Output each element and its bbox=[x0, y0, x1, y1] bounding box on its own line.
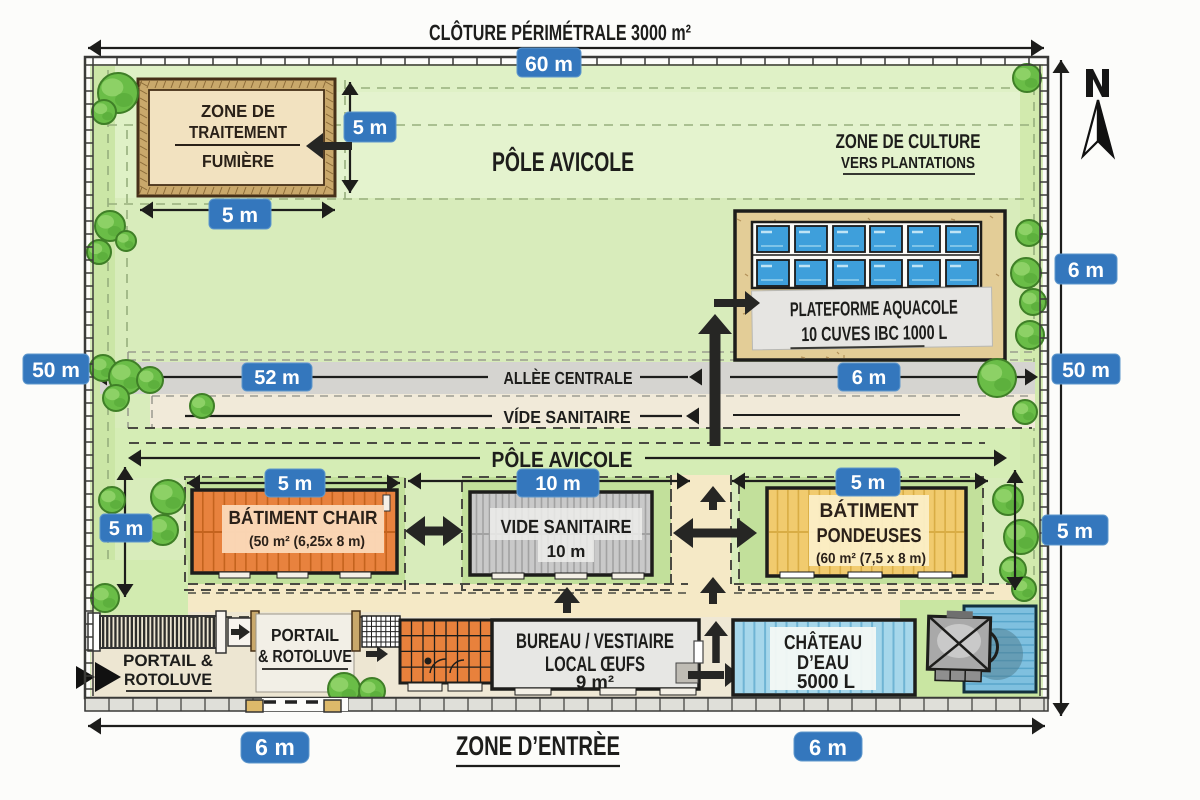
svg-text:CLÔTURE PÉRIMÉTRALE 3000 m²: CLÔTURE PÉRIMÉTRALE 3000 m² bbox=[429, 20, 691, 45]
svg-text:10 m: 10 m bbox=[547, 542, 586, 561]
svg-text:ZONE DE CULTURE: ZONE DE CULTURE bbox=[836, 131, 981, 153]
svg-text:VERS PLANTATIONS: VERS PLANTATIONS bbox=[841, 155, 975, 172]
svg-text:VIDE SANITAIRE: VIDE SANITAIRE bbox=[501, 517, 632, 538]
svg-text:60 m: 60 m bbox=[525, 53, 573, 76]
svg-text:ZONE DE: ZONE DE bbox=[201, 101, 275, 121]
svg-text:D’EAU: D’EAU bbox=[797, 652, 849, 674]
svg-text:PONDEUSES: PONDEUSES bbox=[817, 525, 922, 547]
svg-text:CHÂTEAU: CHÂTEAU bbox=[784, 631, 862, 654]
svg-text:6 m: 6 m bbox=[809, 735, 847, 760]
svg-text:50 m: 50 m bbox=[1062, 359, 1110, 382]
svg-text:10 m: 10 m bbox=[535, 473, 581, 495]
svg-text:5 m: 5 m bbox=[109, 518, 143, 540]
svg-text:BÁTIMENT: BÁTIMENT bbox=[820, 499, 919, 522]
svg-text:(50 m² (6,25x 8 m): (50 m² (6,25x 8 m) bbox=[249, 534, 365, 550]
svg-text:PÔLE AVICOLE: PÔLE AVICOLE bbox=[492, 146, 634, 177]
svg-text:6 m: 6 m bbox=[1068, 259, 1104, 282]
svg-text:BÁTIMENT CHAIR: BÁTIMENT CHAIR bbox=[229, 507, 378, 529]
svg-text:& ROTOLUVE: & ROTOLUVE bbox=[258, 646, 352, 666]
svg-text:6 m: 6 m bbox=[255, 734, 295, 760]
svg-text:PORTAIL &: PORTAIL & bbox=[123, 652, 213, 670]
svg-text:PÔLE AVICOLE: PÔLE AVICOLE bbox=[492, 447, 633, 472]
svg-text:5 m: 5 m bbox=[851, 472, 885, 494]
svg-text:5 m: 5 m bbox=[353, 117, 387, 139]
svg-text:PLATEFORME AQUACOLE: PLATEFORME AQUACOLE bbox=[790, 297, 958, 322]
svg-text:50 m: 50 m bbox=[32, 359, 80, 382]
svg-text:5 m: 5 m bbox=[278, 473, 312, 495]
svg-text:5 m: 5 m bbox=[222, 204, 258, 227]
svg-text:6 m: 6 m bbox=[852, 367, 886, 389]
svg-text:ALLÈE CENTRALE: ALLÈE CENTRALE bbox=[504, 368, 633, 388]
svg-text:ZONE D’ENTRÈE: ZONE D’ENTRÈE bbox=[456, 731, 620, 761]
svg-text:(60 m² (7,5 x 8 m): (60 m² (7,5 x 8 m) bbox=[816, 551, 926, 567]
svg-text:LOCAL ŒUFS: LOCAL ŒUFS bbox=[545, 653, 645, 676]
svg-text:52 m: 52 m bbox=[254, 367, 300, 389]
svg-text:FUMIÈRE: FUMIÈRE bbox=[202, 151, 274, 171]
svg-text:5 m: 5 m bbox=[1057, 520, 1093, 543]
svg-text:9 m²: 9 m² bbox=[576, 672, 614, 692]
svg-text:10 CUVES IBC 1000 L: 10 CUVES IBC 1000 L bbox=[801, 322, 947, 346]
svg-text:PORTAIL: PORTAIL bbox=[271, 625, 339, 645]
svg-text:TRAITEMENT: TRAITEMENT bbox=[189, 122, 287, 142]
svg-text:5000 L: 5000 L bbox=[797, 671, 855, 693]
svg-text:VÍDE SANITAIRE: VÍDE SANITAIRE bbox=[504, 407, 631, 427]
svg-text:BUREAU / VESTIAIRE: BUREAU / VESTIAIRE bbox=[516, 630, 674, 653]
svg-text:ROTOLUVE: ROTOLUVE bbox=[124, 671, 212, 689]
